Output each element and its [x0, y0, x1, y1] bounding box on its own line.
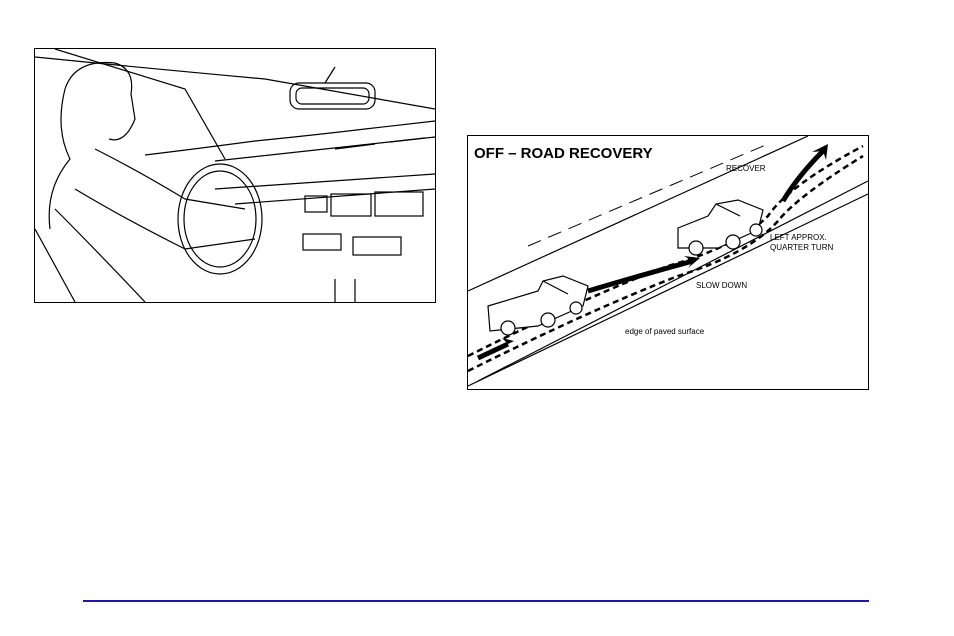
- steering-wheel: [177, 163, 263, 275]
- footer-rule: [83, 600, 869, 602]
- rearview-mirror-glass: [295, 87, 370, 105]
- rearview-mirror: [289, 82, 376, 110]
- dashboard-top: [214, 173, 435, 190]
- driver-arm: [94, 148, 246, 210]
- arrow-slow: [587, 258, 694, 294]
- driver-torso: [54, 208, 146, 302]
- road-right-edge: [477, 180, 868, 382]
- arrow-slow-head: [684, 256, 700, 268]
- off-road-recovery-diagram: OFF – ROAD RECOVERY RECOVER LEFT APPROX.…: [467, 135, 869, 390]
- windshield-top-line: [35, 56, 435, 110]
- dash-vent-3: [374, 191, 424, 217]
- arrow-start-head: [502, 338, 514, 344]
- driver-head: [64, 61, 136, 141]
- truck-2: [677, 199, 764, 256]
- console: [334, 279, 356, 302]
- label-left-turn-1: LEFT APPROX.: [770, 233, 827, 242]
- steering-wheel-inner: [183, 170, 257, 268]
- driver-illustration: [34, 48, 436, 303]
- label-recover: RECOVER: [726, 164, 766, 173]
- dash-vent-1: [304, 195, 328, 213]
- driver-drawing: [35, 49, 435, 302]
- label-edge-of-paved-surface: edge of paved surface: [625, 327, 705, 336]
- label-left-turn-2: QUARTER TURN: [770, 243, 833, 252]
- dash-climate: [352, 236, 402, 256]
- arrow-recover: [780, 149, 825, 203]
- shoulder-edge: [468, 193, 868, 387]
- recovery-path-inner: [468, 154, 864, 373]
- dashboard-edge: [234, 188, 435, 205]
- driver-hair: [48, 88, 71, 230]
- road-left-edge: [468, 136, 809, 292]
- dash-vent-2: [330, 193, 372, 217]
- driver-arm-lower: [74, 188, 256, 250]
- dash-radio: [302, 233, 342, 251]
- seat-edge: [35, 228, 76, 302]
- truck-1: [487, 275, 589, 336]
- mirror-mount: [324, 66, 336, 84]
- a-pillar: [54, 49, 226, 160]
- label-slow-down: SLOW DOWN: [696, 281, 747, 290]
- diagram-title: OFF – ROAD RECOVERY: [474, 145, 653, 162]
- horizon-trees: [144, 120, 435, 156]
- recovery-drawing: OFF – ROAD RECOVERY RECOVER LEFT APPROX.…: [468, 136, 868, 387]
- road-dashes: [334, 137, 426, 150]
- arrow-recover-head: [812, 144, 828, 160]
- arrow-start: [476, 341, 510, 361]
